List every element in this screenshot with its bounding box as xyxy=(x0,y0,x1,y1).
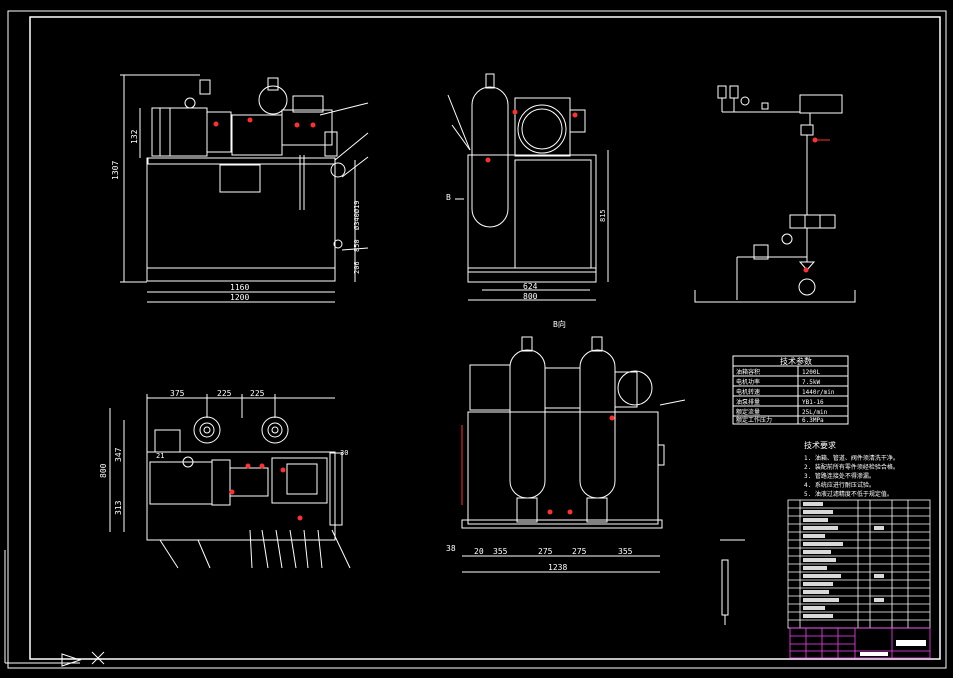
dim-left-small: 21 xyxy=(156,452,164,460)
pump-symbol xyxy=(798,278,816,296)
dim-port-dia: Ø340Ø19 xyxy=(353,200,361,230)
front-view: 1307 132 1160 1200 Ø340Ø19 850 206 xyxy=(111,74,369,303)
ucs-icon xyxy=(4,550,105,667)
tech-row-value: 1200L xyxy=(802,369,820,376)
tech-row-key: 电机功率 xyxy=(736,378,760,386)
dim-rear-d4: 275 xyxy=(572,547,587,556)
top-view: 375 225 225 800 347 313 21 30 xyxy=(99,389,351,569)
tech-table-title: 技术参数 xyxy=(780,356,812,366)
tech-note-line: 3. 管路连接处不得渗漏。 xyxy=(804,472,875,480)
small-detail xyxy=(720,539,745,625)
dim-left-total: 800 xyxy=(99,463,108,478)
dim-rear-left: 38 xyxy=(446,544,456,553)
accumulator-left xyxy=(509,349,546,499)
accumulator-right xyxy=(579,349,616,499)
inner-border xyxy=(29,16,941,660)
tech-note-line: 4. 系统应进行耐压试验。 xyxy=(804,481,875,489)
tech-row-value: 25L/min xyxy=(802,409,828,416)
tech-notes: 技术要求 1. 油箱、管道、阀件须清洗干净。 2. 装配前所有零件须经检验合格。… xyxy=(804,440,899,498)
tech-note-line: 5. 油液过滤精度不低于规定值。 xyxy=(804,490,893,498)
dim-rear-d5: 355 xyxy=(618,547,633,556)
dim-motor-height: 132 xyxy=(130,129,139,144)
tech-note-line: 1. 油箱、管道、阀件须清洗干净。 xyxy=(804,454,899,462)
motor-end xyxy=(517,104,567,154)
dim-rear-d1: 20 xyxy=(474,547,484,556)
dim-left-upper: 347 xyxy=(114,447,123,462)
dim-depth-inner: 624 xyxy=(523,282,538,291)
tech-parameter-table: 技术参数 油箱容积 1200L 电机功率 7.5kW 电机转速 1440r/mi… xyxy=(732,355,849,425)
dim-rear-d2: 355 xyxy=(493,547,508,556)
tech-row-value: 1440r/min xyxy=(802,389,835,396)
dim-height-total: 1307 xyxy=(111,161,120,180)
hydraulic-schematic xyxy=(694,85,856,303)
tech-row-key: 油泵排量 xyxy=(736,398,760,406)
parts-list xyxy=(787,499,931,629)
title-block xyxy=(789,627,931,659)
dim-rear-total: 1238 xyxy=(548,563,567,572)
rear-view: B向 38 20 355 275 275 355 1238 xyxy=(446,319,686,573)
tank-body xyxy=(146,157,336,282)
tech-row-key: 电机转速 xyxy=(736,388,760,396)
tech-row-value: YB1-16 xyxy=(802,399,824,406)
rear-view-title: B向 xyxy=(553,319,566,329)
dim-width-inner: 1160 xyxy=(230,283,249,292)
side-view: B 624 800 815 xyxy=(446,73,609,301)
dim-right-3: 206 xyxy=(353,261,361,274)
tech-notes-title: 技术要求 xyxy=(804,440,836,450)
dim-rear-d3: 275 xyxy=(538,547,553,556)
tech-row-value: 7.5kW xyxy=(802,379,820,386)
tech-row-key: 额定流量 xyxy=(736,408,760,416)
section-label-b: B xyxy=(446,193,451,202)
tech-row-value: 6.3MPa xyxy=(802,417,824,424)
dim-left-lower: 313 xyxy=(114,500,123,515)
dim-top-3: 225 xyxy=(250,389,265,398)
dim-top-2: 225 xyxy=(217,389,232,398)
dim-right-2: 850 xyxy=(353,239,361,252)
dim-depth-total: 800 xyxy=(523,292,538,301)
outer-border xyxy=(7,10,947,669)
dim-top-1: 375 xyxy=(170,389,185,398)
tech-row-key: 额定工作压力 xyxy=(736,416,772,424)
tech-row-key: 油箱容积 xyxy=(736,368,760,376)
dim-right-small: 30 xyxy=(340,449,348,457)
dim-width-total: 1200 xyxy=(230,293,249,302)
accumulator xyxy=(471,86,509,228)
dim-side-height: 815 xyxy=(599,209,607,222)
tech-note-line: 2. 装配前所有零件须经检验合格。 xyxy=(804,463,899,471)
